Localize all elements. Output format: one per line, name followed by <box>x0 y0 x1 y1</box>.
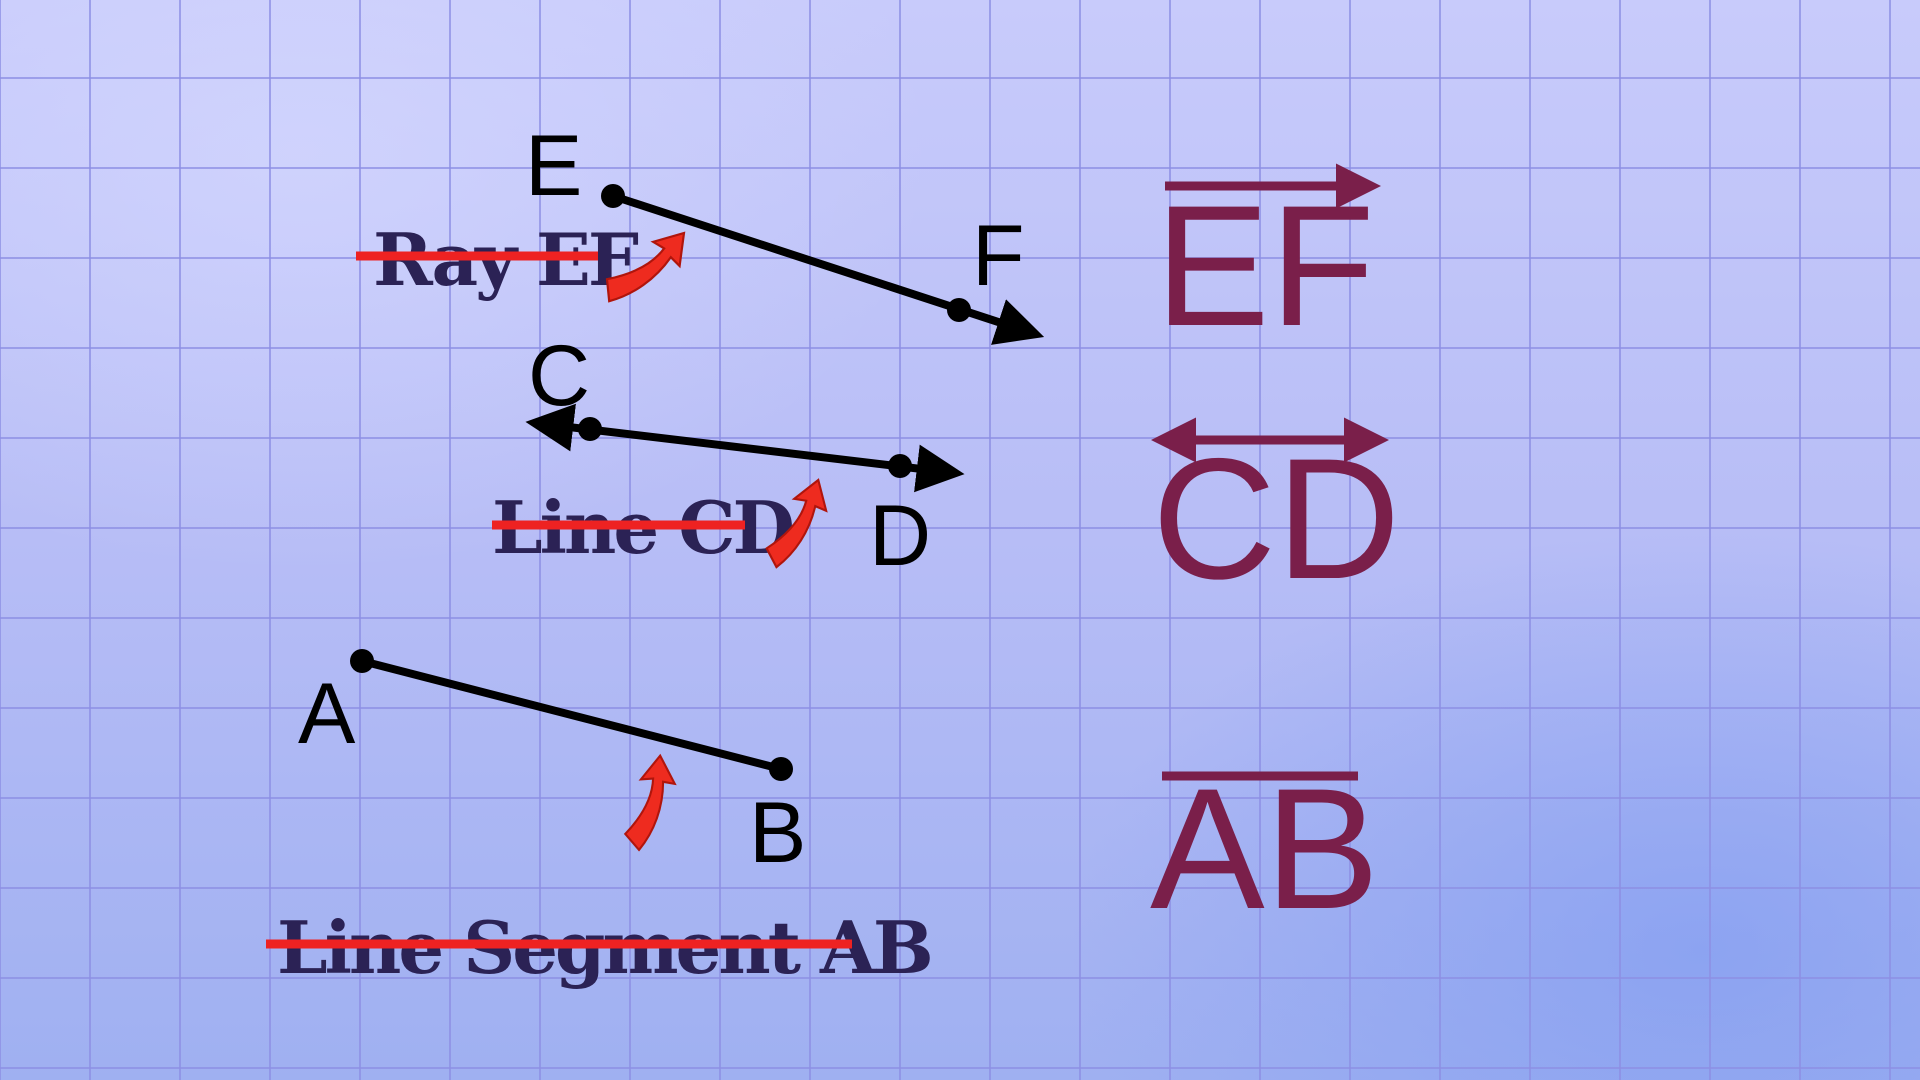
notation-line-cd-text: CD <box>1152 423 1400 615</box>
notation-ray-ef: EF <box>1155 163 1381 362</box>
ray-ef-caption: Ray EF <box>356 217 686 303</box>
notation-line-cd: CD <box>1151 417 1400 615</box>
line-cd-caption: Line CD <box>492 478 844 570</box>
segment-ab-caption: Line Segment AB <box>266 905 934 990</box>
notation-segment-ab-text: AB <box>1150 753 1379 945</box>
point-a-label: A <box>298 666 356 762</box>
point-c <box>578 417 602 441</box>
point-e-label: E <box>525 118 582 214</box>
segment-ab-line <box>361 657 782 773</box>
segment-ab: A B <box>298 649 806 881</box>
point-b <box>769 757 793 781</box>
notation-segment-ab: AB <box>1150 753 1379 945</box>
point-e <box>601 184 625 208</box>
ray-ef: E F <box>525 118 1045 345</box>
point-c-label: C <box>528 328 590 424</box>
point-d <box>888 454 912 478</box>
point-d-label: D <box>869 488 931 584</box>
point-f <box>947 298 971 322</box>
notation-ray-ef-text: EF <box>1155 170 1375 362</box>
line-cd: C D <box>525 328 965 584</box>
point-b-label: B <box>749 785 806 881</box>
pointer-arrow-icon <box>598 754 699 853</box>
line-cd-line <box>525 403 965 493</box>
point-f-label: F <box>972 208 1025 304</box>
point-a <box>350 649 374 673</box>
